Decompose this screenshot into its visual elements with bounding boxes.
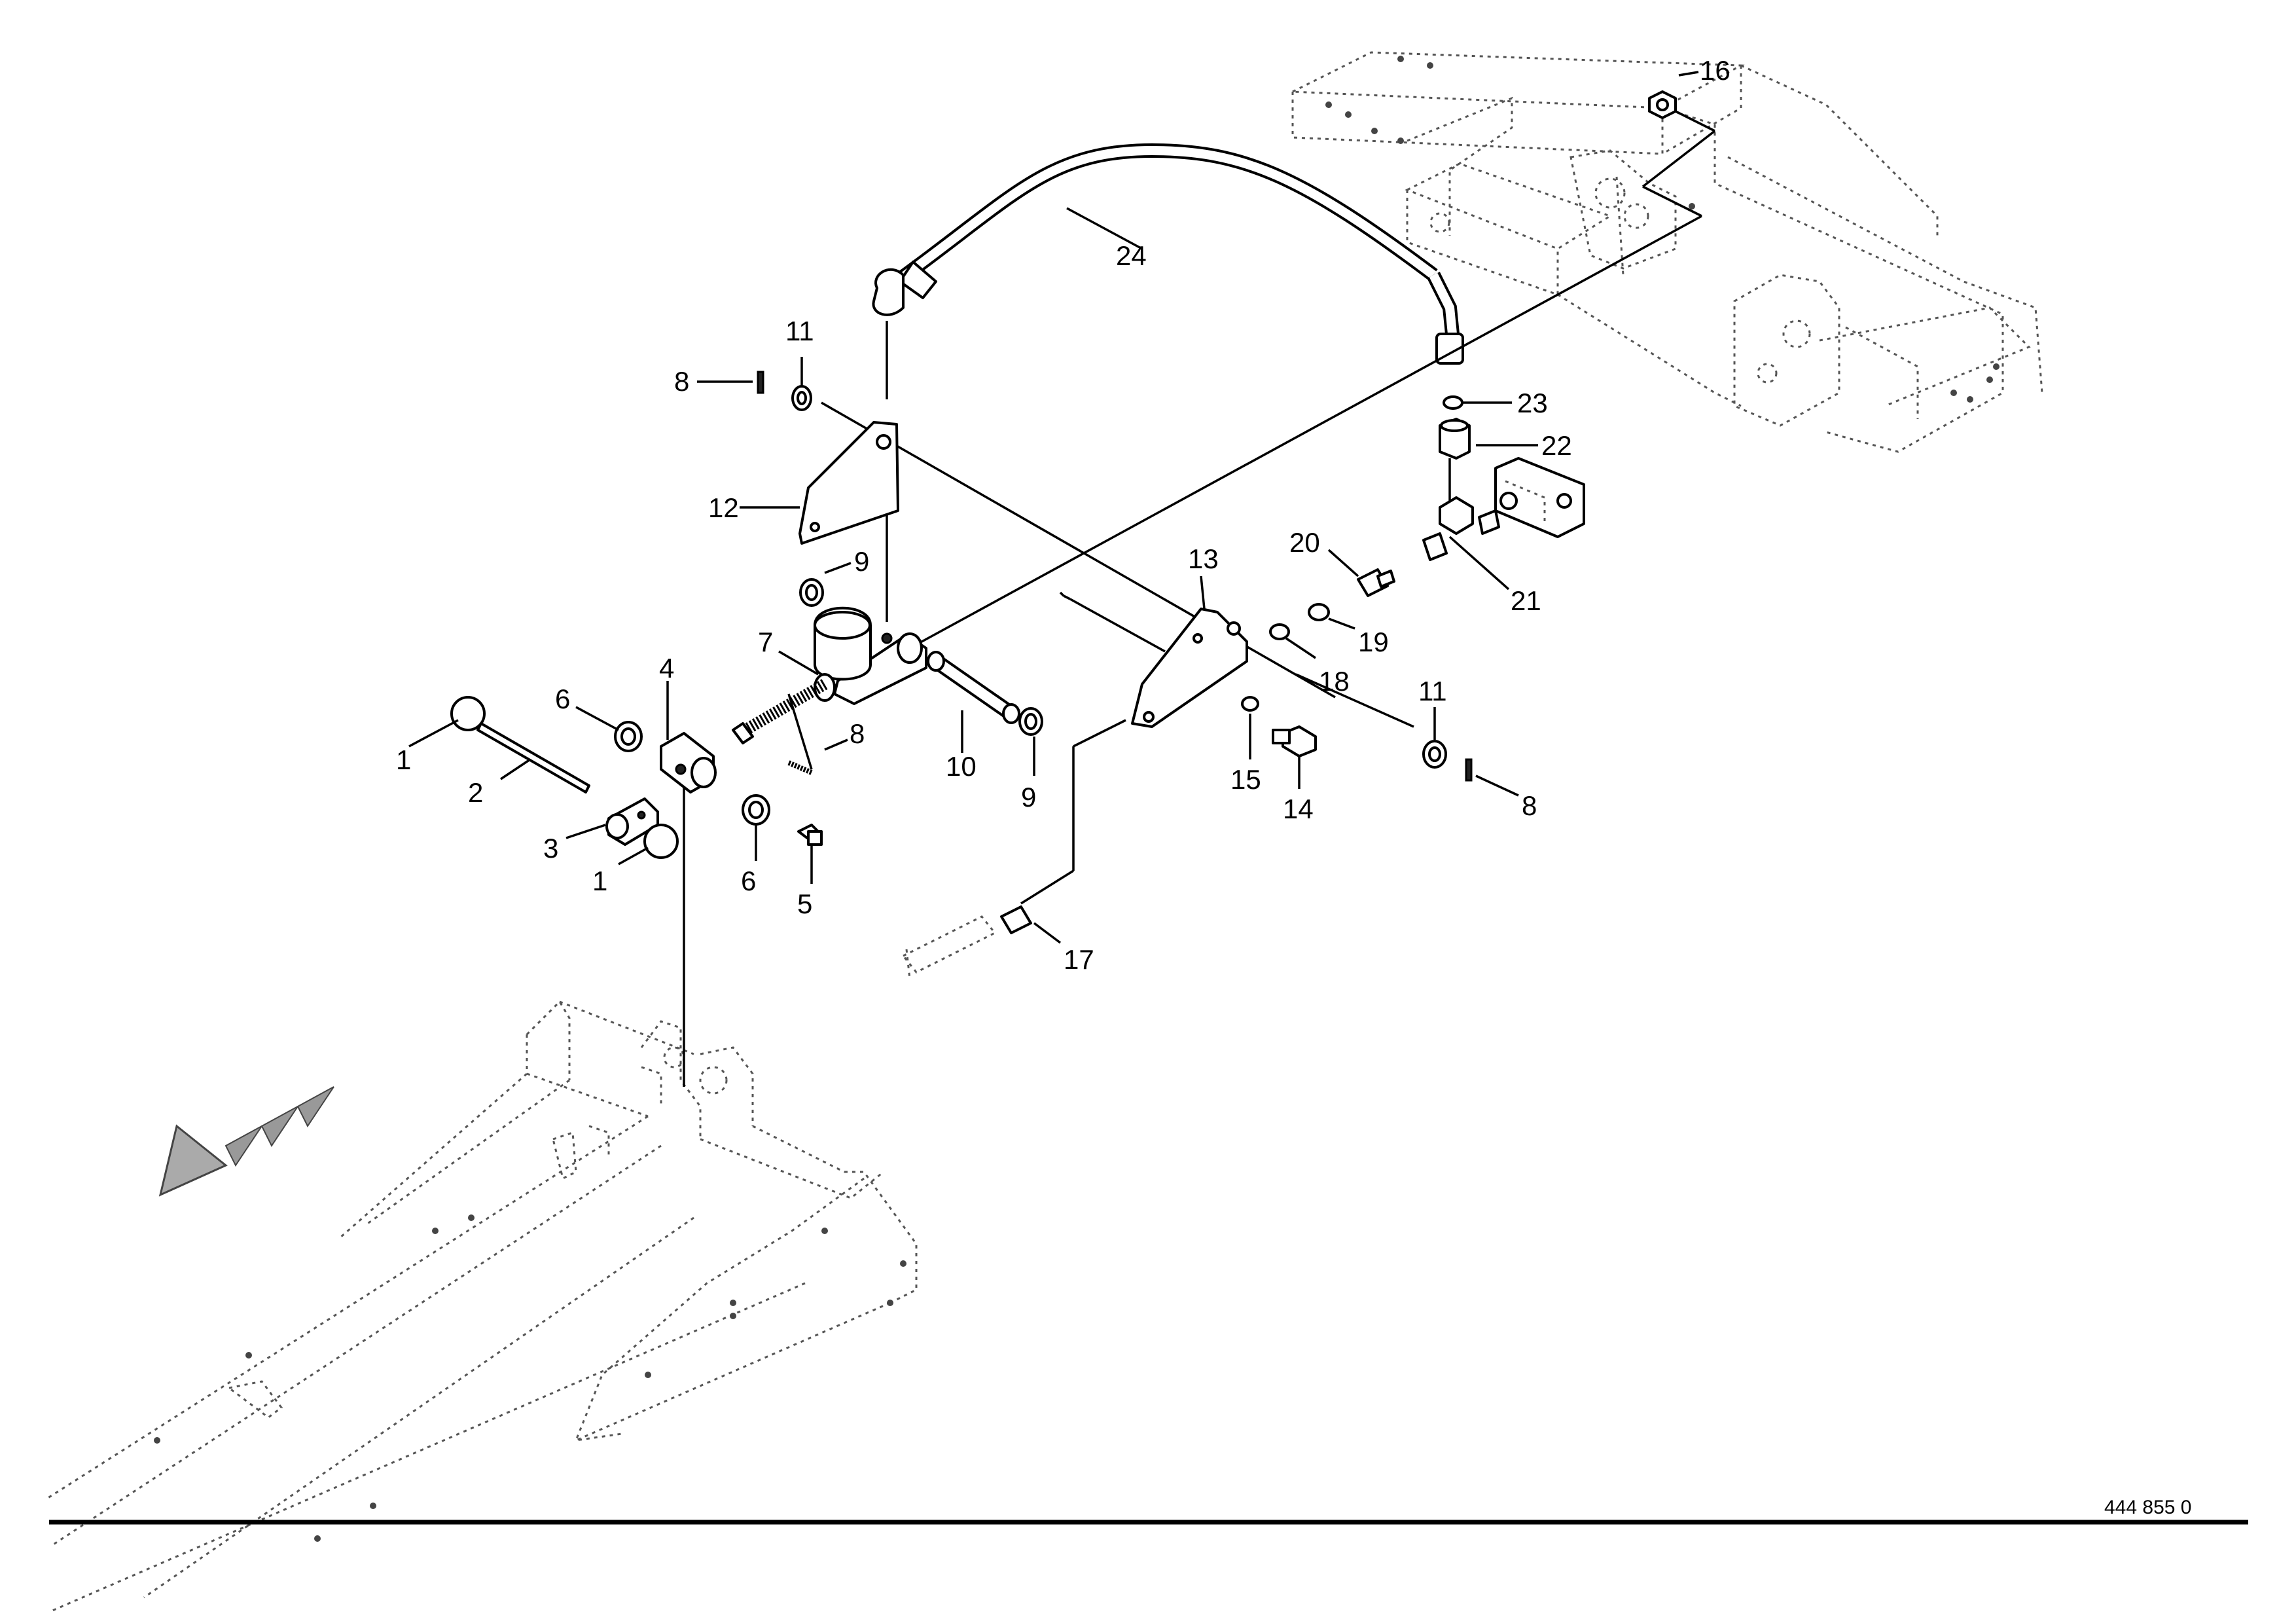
- part-15-lock-washer: [1241, 696, 1259, 712]
- part-12-bracket-plate: [798, 421, 899, 545]
- callout-15: 15: [1230, 764, 1261, 795]
- upper-frame-phantom: [1289, 51, 2043, 453]
- part-18-washer: [1269, 623, 1290, 640]
- part-11-washer-top: [791, 385, 812, 411]
- part-16-nut: [1648, 90, 1677, 119]
- part-8-pin-right: [1465, 758, 1473, 782]
- callout-10: 10: [946, 751, 977, 782]
- part-8-pin-center: [787, 760, 813, 775]
- part-17-fitting: [901, 905, 1032, 979]
- callout-9-top: 9: [854, 546, 869, 577]
- callout-8-right: 8: [1522, 790, 1537, 821]
- callout-3: 3: [543, 833, 558, 864]
- callout-8-center: 8: [850, 718, 865, 749]
- part-1-ball-top: [450, 696, 486, 731]
- callout-9-lower: 9: [1021, 782, 1036, 812]
- callout-18: 18: [1319, 666, 1350, 697]
- callout-22: 22: [1541, 430, 1572, 461]
- callout-14: 14: [1283, 793, 1314, 824]
- callout-labels: 16 24 11 8 23 22 12 9 20 13 21 7 19 18 6…: [396, 55, 1731, 975]
- callout-21: 21: [1511, 585, 1541, 616]
- callout-2: 2: [468, 777, 483, 808]
- direction-arrow-icon: [158, 1086, 334, 1197]
- callout-11-top: 11: [785, 316, 814, 346]
- part-10-pin: [927, 651, 1020, 724]
- part-20-adapter: [1357, 568, 1395, 597]
- part-7-cylinder-body: [732, 606, 927, 744]
- part-11-washer-right: [1422, 740, 1447, 769]
- part-19-washer: [1308, 603, 1330, 621]
- part-22-union-nut: [1439, 418, 1471, 460]
- part-13-bracket: [1131, 608, 1248, 728]
- part-4-sleeve: [660, 732, 717, 793]
- part-9-bushing-top: [799, 578, 824, 607]
- part-1-ball-lower: [643, 824, 679, 859]
- callout-1-top: 1: [396, 744, 411, 775]
- callout-12: 12: [708, 492, 739, 523]
- callout-13: 13: [1188, 543, 1219, 574]
- part-9-bushing-lower: [1018, 707, 1043, 736]
- part-5-screw: [797, 824, 823, 846]
- callout-19: 19: [1358, 627, 1389, 657]
- lower-frame-phantom: [45, 1000, 918, 1612]
- part-8-pin-top: [757, 371, 764, 394]
- part-6-bushing-upper: [614, 721, 643, 752]
- callout-leaders: [408, 71, 1699, 944]
- callout-4: 4: [659, 653, 674, 684]
- part-21-tee-fitting: [1422, 457, 1585, 561]
- part-6-bushing-lower: [742, 794, 770, 826]
- hydraulic-hose: [872, 143, 1464, 365]
- assembly-lines: [683, 103, 1716, 1087]
- callout-6-top: 6: [555, 684, 570, 714]
- part-2-rod: [476, 722, 590, 793]
- part-23-seal-ring: [1443, 395, 1463, 410]
- callout-23: 23: [1517, 388, 1548, 418]
- callout-5: 5: [797, 888, 812, 919]
- part-14-bolt: [1272, 725, 1317, 757]
- callout-11-right: 11: [1418, 676, 1447, 706]
- callout-1-lower: 1: [592, 866, 607, 896]
- callout-20: 20: [1289, 527, 1320, 558]
- document-number: 444 855 0: [2104, 1497, 2191, 1518]
- callout-8-top: 8: [674, 366, 689, 397]
- callout-7: 7: [758, 627, 773, 657]
- callout-24: 24: [1116, 240, 1147, 271]
- callout-6-lower: 6: [741, 866, 756, 896]
- callout-16: 16: [1700, 55, 1731, 86]
- callout-17: 17: [1064, 944, 1094, 975]
